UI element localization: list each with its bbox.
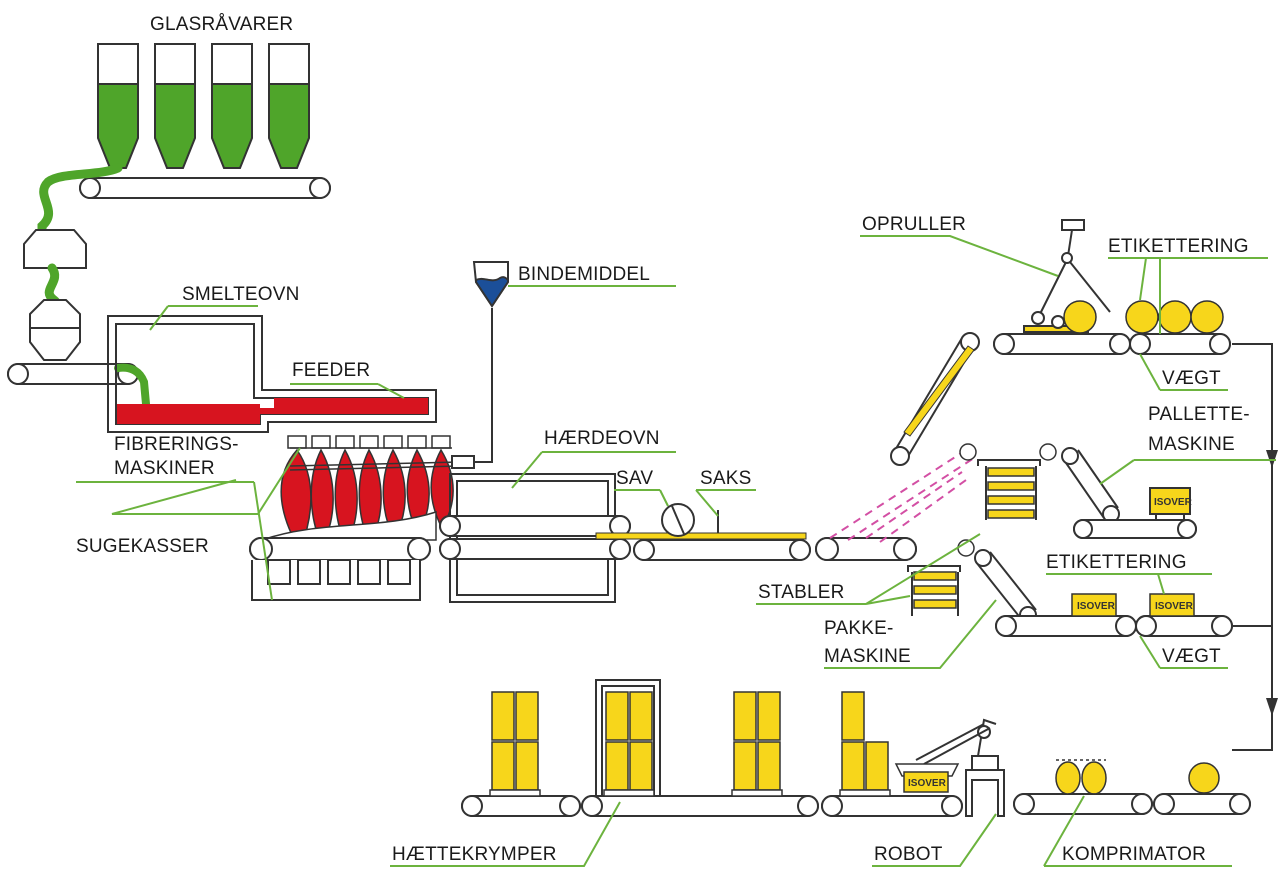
incline-product	[903, 345, 975, 437]
label-fibrerings-1: FIBRERINGS-	[114, 434, 239, 455]
saw	[661, 503, 695, 537]
rolls-top	[1063, 300, 1224, 334]
package-conveyor-1	[995, 615, 1137, 637]
label-vaegt-top: VÆGT	[1162, 368, 1221, 389]
label-etikettering-top: ETIKETTERING	[1108, 236, 1249, 257]
roll-conveyor-1	[993, 333, 1131, 355]
pallet-conveyor-3	[821, 795, 963, 817]
stacker-bottom	[907, 539, 975, 616]
label-glasravarer: GLASRÅVARER	[150, 14, 293, 35]
mixer	[23, 229, 87, 269]
silo-4	[268, 43, 310, 169]
compressor	[1055, 759, 1107, 795]
packing-machine	[974, 549, 1037, 624]
shrink-hood-frame	[595, 679, 661, 796]
brand-logo-3: ISOVER	[1155, 601, 1194, 612]
label-feeder: FEEDER	[292, 360, 370, 381]
label-bindemiddel: BINDEMIDDEL	[518, 264, 650, 285]
compressor-conveyor-2	[1153, 793, 1251, 815]
binder-tank	[472, 261, 509, 308]
product-mat	[595, 532, 807, 540]
label-haerdeovn: HÆRDEOVN	[544, 428, 660, 449]
pallet-stack-2	[603, 691, 655, 797]
leader-lines	[76, 235, 1276, 867]
pallet-stack-1	[489, 691, 541, 797]
fiberizing-machines	[280, 435, 461, 552]
fiber-mat	[261, 510, 437, 541]
roll-conveyor-2	[1129, 333, 1231, 355]
oven-conveyor-bottom	[439, 538, 631, 560]
brand-logo: ISOVER	[1154, 497, 1193, 508]
label-sav: SAV	[616, 468, 653, 489]
molten-glass-furnace	[117, 404, 260, 424]
label-smelteovn: SMELTEOVN	[182, 284, 300, 305]
winder	[1023, 219, 1111, 333]
spinner-5	[382, 435, 406, 540]
silo-3	[211, 43, 253, 169]
robot-package	[894, 763, 960, 793]
silo-conveyor	[79, 177, 331, 199]
dashed-paths	[829, 449, 975, 543]
packages-mid	[1071, 593, 1195, 617]
suction-conveyor	[249, 537, 431, 561]
binder-pipe	[451, 308, 493, 469]
stacker-top	[959, 443, 1057, 520]
spinner-4	[358, 435, 382, 544]
compressed-roll	[1188, 762, 1220, 794]
spinner-2	[310, 435, 334, 547]
palletizer	[1061, 447, 1197, 539]
silo-2	[154, 43, 196, 169]
label-opruller: OPRULLER	[862, 214, 966, 235]
return-lines	[1232, 343, 1273, 751]
molten-glass-feeder	[274, 398, 428, 408]
cutting-conveyor	[633, 539, 811, 561]
silo-1	[97, 43, 139, 169]
label-saks: SAKS	[700, 468, 752, 489]
brand-logo-2: ISOVER	[1077, 601, 1116, 612]
pallet-stack-3	[731, 691, 783, 797]
label-etikettering-mid: ETIKETTERING	[1046, 552, 1187, 573]
raw-material-silos	[97, 43, 310, 169]
label-vaegt-mid: VÆGT	[1162, 646, 1221, 667]
suction-boxes	[251, 559, 421, 601]
pallet-conveyor-1	[461, 795, 581, 817]
label-pakke-1: PAKKE-	[824, 618, 893, 639]
hopper	[29, 299, 81, 361]
switch-conveyor	[815, 537, 917, 561]
label-komprimator: KOMPRIMATOR	[1062, 844, 1206, 865]
label-fibrerings-2: MASKINER	[114, 458, 215, 479]
label-haettekrymper: HÆTTEKRYMPER	[392, 844, 557, 865]
oven-conveyor-top	[439, 515, 631, 537]
pallet-stack-4	[839, 691, 891, 797]
label-stabler: STABLER	[758, 582, 845, 603]
spinner-6	[406, 435, 430, 536]
label-pallette-1: PALLETTE-	[1148, 404, 1250, 425]
raw-material-flow	[37, 163, 123, 243]
label-sugekasser-shown: SUGEKASSER	[76, 536, 209, 557]
label-pakke-2: MASKINE	[824, 646, 911, 667]
label-pallette-2: MASKINE	[1148, 434, 1235, 455]
label-robot: ROBOT	[874, 844, 943, 865]
pallet-conveyor-2	[581, 795, 819, 817]
package-conveyor-2	[1135, 615, 1233, 637]
brand-logo-4: ISOVER	[908, 778, 947, 789]
labels: GLASRÅVARER SMELTEOVN FEEDER BINDEMIDDEL…	[114, 14, 1250, 865]
melt-feed-flow	[114, 363, 150, 408]
robot	[915, 718, 1005, 817]
